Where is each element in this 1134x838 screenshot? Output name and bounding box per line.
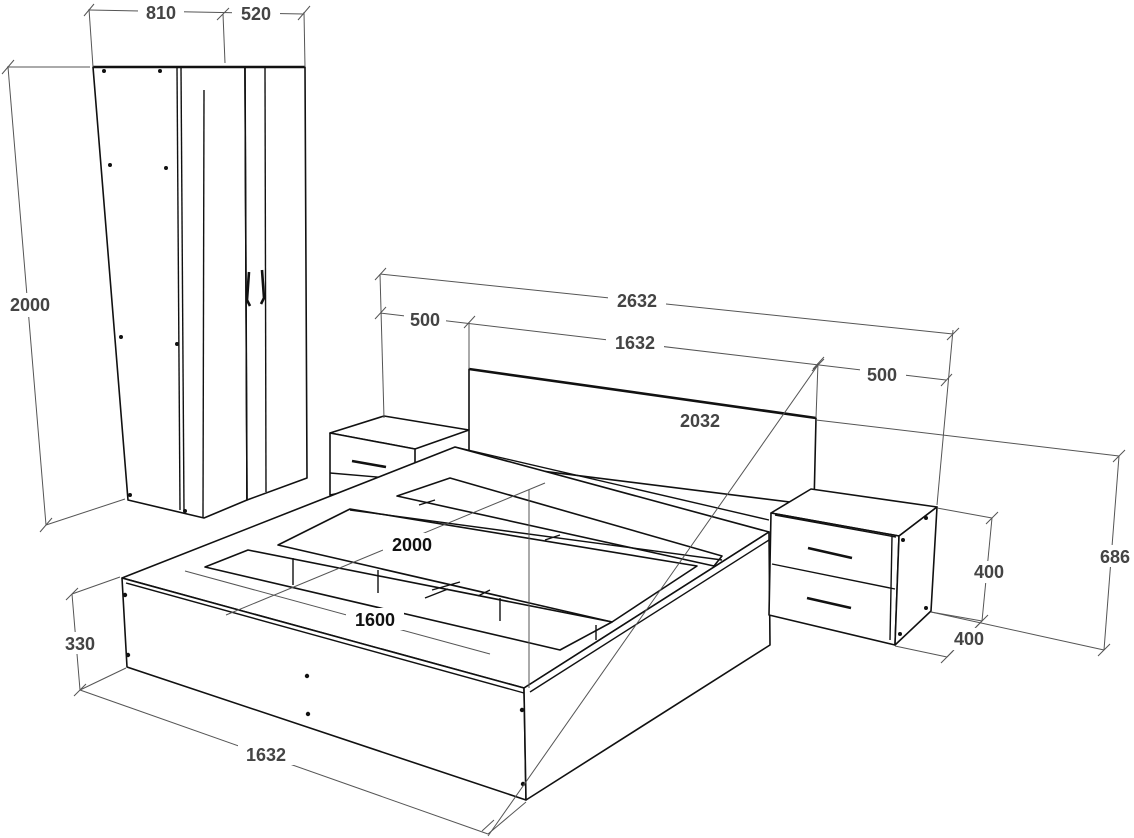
nightstand-height-label: 400 — [974, 562, 1004, 582]
overall-dimensions: 2632 500 1632 500 2032 686 — [374, 267, 1134, 837]
total-width-label: 2632 — [617, 291, 657, 311]
mattress-length-label: 2000 — [392, 535, 432, 555]
wardrobe-height-label: 2000 — [10, 295, 50, 315]
wardrobe-dimensions: 810 520 2000 — [1, 2, 311, 533]
mattress-width-label: 1600 — [355, 610, 395, 630]
wardrobe-width-label: 810 — [146, 3, 176, 23]
headboard-width-label: 1632 — [615, 333, 655, 353]
left-nightstand-width-label: 500 — [410, 310, 440, 330]
bed-dimensions: 2000 1600 330 1632 — [58, 482, 546, 835]
frame-height-label: 330 — [65, 634, 95, 654]
nightstand-right-bottom-handle — [806, 596, 852, 610]
wardrobe-depth-label: 520 — [241, 4, 271, 24]
bed — [121, 446, 771, 801]
headboard-height-label: 686 — [1100, 547, 1130, 567]
nightstand-dimensions: 400 400 — [894, 507, 1010, 664]
nightstand-left-handle — [351, 459, 387, 469]
nightstand-right — [768, 488, 938, 646]
nightstand-depth-label: 400 — [954, 629, 984, 649]
wardrobe — [92, 65, 308, 519]
nightstand-right-top-handle — [807, 546, 853, 560]
frame-width-label: 1632 — [246, 745, 286, 765]
wardrobe-handle-right — [259, 269, 266, 305]
right-nightstand-width-label: 500 — [867, 365, 897, 385]
bed-length-label: 2032 — [680, 411, 720, 431]
wardrobe-handle-left — [245, 271, 252, 307]
